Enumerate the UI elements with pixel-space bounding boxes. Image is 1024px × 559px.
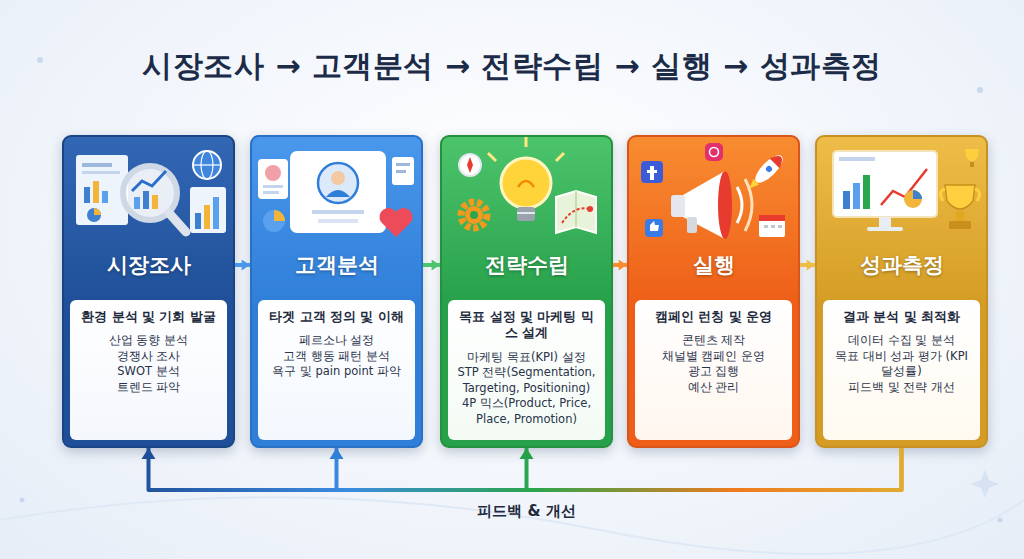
stage-card: 실행캠페인 런칭 및 운영콘텐츠 제작채널별 캠페인 운영광고 집행예산 관리	[627, 135, 800, 448]
task-item: 데이터 수집 및 분석	[828, 333, 975, 349]
execution-illustration	[641, 143, 787, 239]
task-item: 4P 믹스(Product, Price, Place, Promotion)	[453, 396, 600, 427]
research-illustration	[76, 151, 226, 233]
connector	[330, 448, 902, 490]
task-item: 페르소나 설정	[263, 333, 410, 349]
task-item: 예산 관리	[640, 380, 787, 396]
arrow-head	[330, 448, 344, 459]
stage-card: 시장조사환경 분석 및 기회 발굴산업 동향 분석경쟁사 조사SWOT 분석트렌…	[62, 135, 235, 448]
stage-subtitle: 결과 분석 및 최적화	[828, 309, 975, 325]
stage-subtitle: 환경 분석 및 기회 발굴	[75, 309, 222, 325]
task-item: SWOT 분석	[75, 364, 222, 380]
strategy-illustration	[459, 137, 596, 233]
connector-line	[423, 263, 440, 267]
stage-subtitle: 목표 설정 및 마케팅 믹스 설계	[453, 309, 600, 342]
connector-line	[800, 263, 815, 267]
connector-line	[337, 448, 902, 490]
connector	[800, 260, 815, 271]
task-item: 콘텐츠 제작	[640, 333, 787, 349]
task-item: 고객 행동 패턴 분석	[263, 349, 410, 365]
stage-name: 전략수립	[442, 251, 611, 279]
connector	[142, 448, 902, 490]
arrow-head	[432, 260, 440, 271]
task-item: 욕구 및 pain point 파악	[263, 364, 410, 380]
stage-card: 성과측정결과 분석 및 최적화데이터 수집 및 분석목표 대비 성과 평가 (K…	[815, 135, 988, 448]
arrow-head	[807, 260, 815, 271]
connector-line	[527, 448, 902, 490]
task-item: STP 전략(Segmentation, Targeting, Position…	[453, 365, 600, 396]
arrow-head	[242, 260, 250, 271]
task-item: 피드백 및 전략 개선	[828, 380, 975, 396]
edge-label: 피드백 & 개선	[477, 502, 576, 521]
arrow-head	[520, 448, 534, 459]
card-body: 결과 분석 및 최적화데이터 수집 및 분석목표 대비 성과 평가 (KPI 달…	[823, 300, 980, 440]
task-item: 목표 대비 성과 평가 (KPI 달성률)	[828, 349, 975, 380]
task-item: 경쟁사 조사	[75, 349, 222, 365]
arrow-head	[142, 448, 156, 459]
card-body: 목표 설정 및 마케팅 믹스 설계마케팅 목표(KPI) 설정STP 전략(Se…	[448, 300, 605, 440]
connector-line	[613, 263, 627, 267]
card-body: 캠페인 런칭 및 운영콘텐츠 제작채널별 캠페인 운영광고 집행예산 관리	[635, 300, 792, 440]
connector	[423, 260, 440, 271]
connector-line	[235, 263, 250, 267]
stage-card: 전략수립목표 설정 및 마케팅 믹스 설계마케팅 목표(KPI) 설정STP 전…	[440, 135, 613, 448]
customer-illustration	[258, 151, 414, 237]
stage-name: 고객분석	[252, 251, 421, 279]
measurement-illustration	[833, 149, 980, 231]
task-item: 트렌드 파악	[75, 380, 222, 396]
task-item: 산업 동향 분석	[75, 333, 222, 349]
arrow-head	[619, 260, 627, 271]
stage-subtitle: 타겟 고객 정의 및 이해	[263, 309, 410, 325]
stage-name: 성과측정	[817, 251, 986, 279]
connector	[613, 260, 627, 271]
diagram-title: 시장조사 → 고객분석 → 전략수립 → 실행 → 성과측정	[0, 46, 1024, 87]
stage-card: 고객분석타겟 고객 정의 및 이해페르소나 설정고객 행동 패턴 분석욕구 및 …	[250, 135, 423, 448]
stage-name: 실행	[629, 251, 798, 279]
connector-line	[149, 448, 902, 490]
stage-subtitle: 캠페인 런칭 및 운영	[640, 309, 787, 325]
card-body: 환경 분석 및 기회 발굴산업 동향 분석경쟁사 조사SWOT 분석트렌드 파악	[70, 300, 227, 440]
connector	[235, 260, 250, 271]
task-item: 광고 집행	[640, 364, 787, 380]
task-item: 마케팅 목표(KPI) 설정	[453, 350, 600, 366]
task-item: 채널별 캠페인 운영	[640, 349, 787, 365]
connector	[520, 448, 902, 490]
card-body: 타겟 고객 정의 및 이해페르소나 설정고객 행동 패턴 분석욕구 및 pain…	[258, 300, 415, 440]
stage-name: 시장조사	[64, 251, 233, 279]
